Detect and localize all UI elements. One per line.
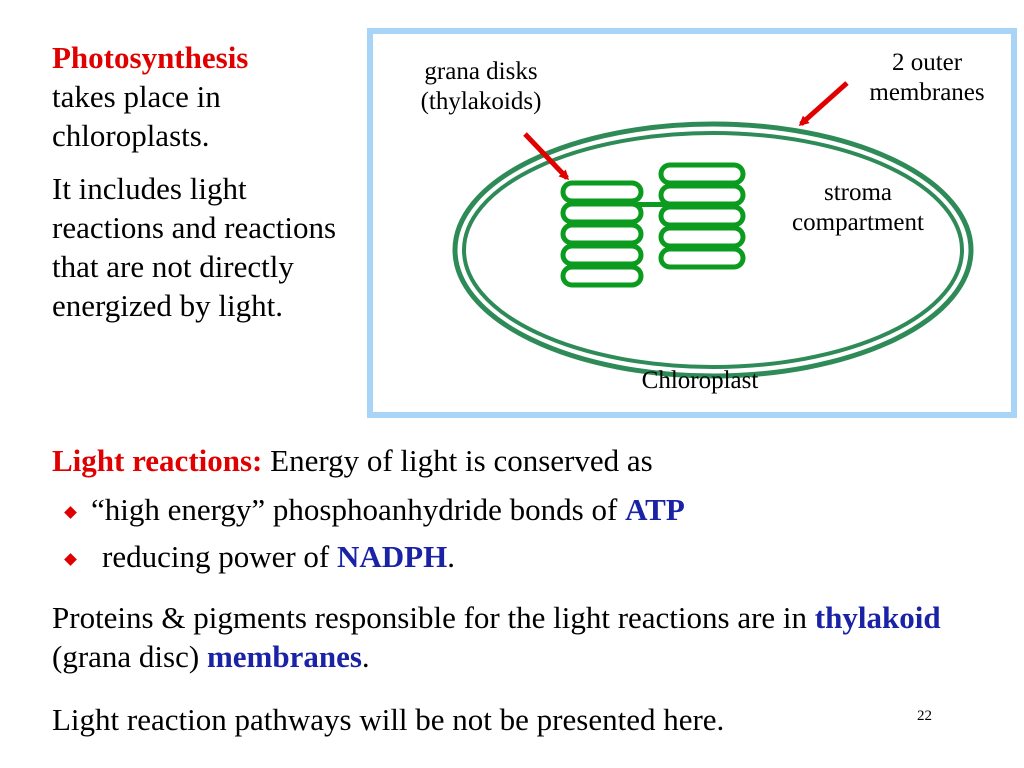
nadph-term: NADPH [337,539,448,574]
chloroplast-caption: Chloroplast [641,367,759,394]
label-outer-line2: membranes [869,79,985,106]
label-grana-line2: (thylakoids) [420,88,542,115]
page-number: 22 [917,708,932,724]
arrow-grana [523,132,570,181]
bullet-atp: “high energy” phosphoanhydride bonds of … [64,490,685,530]
bullet-nadph-text: reducing power of [102,539,337,574]
atp-term: ATP [625,492,685,527]
light-reactions-text: Energy of light is conserved as [262,443,653,478]
diamond-bullet-icon [64,553,77,567]
proteins-paragraph: Proteins & pigments responsible for the … [52,598,952,676]
intro-paragraph-1: Photosynthesis takes place in chloroplast… [52,38,362,155]
intro-paragraph-2: It includes light reactions and reaction… [52,171,337,323]
outer-membrane-inner [462,131,964,369]
label-outer-membranes: 2 outer membranes [842,48,1012,108]
outer-membrane-outer [452,121,974,379]
arrow-outer-membranes [798,81,849,126]
bullet-nadph-post: . [447,539,455,574]
label-stroma: stroma compartment [773,178,943,238]
chloroplast-diagram [452,81,974,379]
diagram-frame [367,28,1017,418]
grana-stack-right [658,162,746,270]
bullet-nadph: reducing power of NADPH. [64,537,455,577]
thylakoid-term: thylakoid [814,600,941,635]
membranes-term: membranes [206,639,362,674]
proteins-post: . [361,639,370,674]
grana-stack-left [560,180,644,288]
label-stroma-line2: compartment [792,209,924,236]
diamond-bullet-icon [64,506,77,520]
label-stroma-line1: stroma [823,179,893,206]
proteins-text: Proteins & pigments responsible for the … [52,600,815,635]
bullet-atp-text: “high energy” phosphoanhydride bonds of [91,492,626,527]
light-reactions-label: Light reactions: [52,443,263,478]
label-grana: grana disks (thylakoids) [396,57,566,117]
closing-line: Light reaction pathways will be not be p… [52,702,725,737]
label-outer-line1: 2 outer [891,49,963,76]
light-reactions-line: Light reactions: Energy of light is cons… [52,441,653,481]
intro-text: Photosynthesis takes place in chloroplast… [52,38,362,325]
intro-line-1: takes place in chloroplasts. [52,79,221,153]
proteins-mid: (grana disc) [52,639,207,674]
photosynthesis-heading: Photosynthesis [52,40,249,75]
stroma-lamella [637,202,665,207]
label-grana-line1: grana disks [424,58,538,85]
